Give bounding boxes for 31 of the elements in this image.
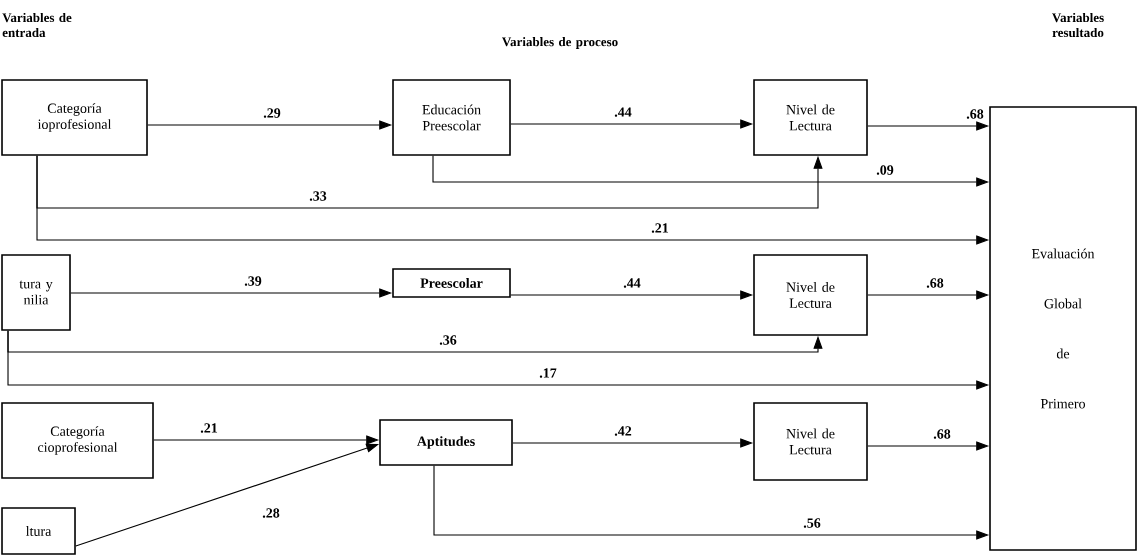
edge-label: .68 bbox=[925, 277, 945, 289]
process-box: Educación Preescolar bbox=[392, 79, 511, 156]
heading: Variables resultado bbox=[1052, 12, 1104, 38]
edge-label: .21 bbox=[650, 222, 670, 234]
edge-label: .33 bbox=[308, 190, 328, 202]
edge-label: .29 bbox=[262, 107, 282, 119]
edge-label: .68 bbox=[932, 428, 952, 440]
process-box: Nivel de Lectura bbox=[753, 79, 868, 156]
edge-label: .68 bbox=[965, 108, 985, 120]
heading: Variables de entrada bbox=[2, 12, 72, 38]
process-box: Aptitudes bbox=[379, 419, 513, 466]
process-box: ltura bbox=[1, 507, 76, 555]
edge-label: .09 bbox=[875, 164, 895, 176]
edge-label: .44 bbox=[622, 277, 642, 289]
process-box: tura y nilia bbox=[1, 254, 71, 331]
edge-label: .36 bbox=[438, 334, 458, 346]
edge-label: .17 bbox=[538, 367, 558, 379]
process-box: Evaluación Global de Primero bbox=[989, 106, 1137, 551]
edge-label: .39 bbox=[243, 275, 263, 287]
arrow bbox=[36, 155, 823, 209]
process-box: Categoría cioprofesional bbox=[1, 402, 154, 479]
edge-label: .21 bbox=[199, 422, 219, 434]
process-box: Preescolar bbox=[392, 268, 511, 298]
edge-label: .42 bbox=[613, 425, 633, 437]
process-box: Categoría ioprofesional bbox=[1, 79, 148, 156]
edge-label: .28 bbox=[261, 507, 281, 519]
edge-label: .56 bbox=[802, 517, 822, 529]
edge-label: .44 bbox=[613, 106, 633, 118]
process-box: Nivel de Lectura bbox=[753, 402, 868, 481]
process-box: Nivel de Lectura bbox=[753, 254, 868, 336]
heading: Variables de proceso bbox=[502, 37, 618, 49]
